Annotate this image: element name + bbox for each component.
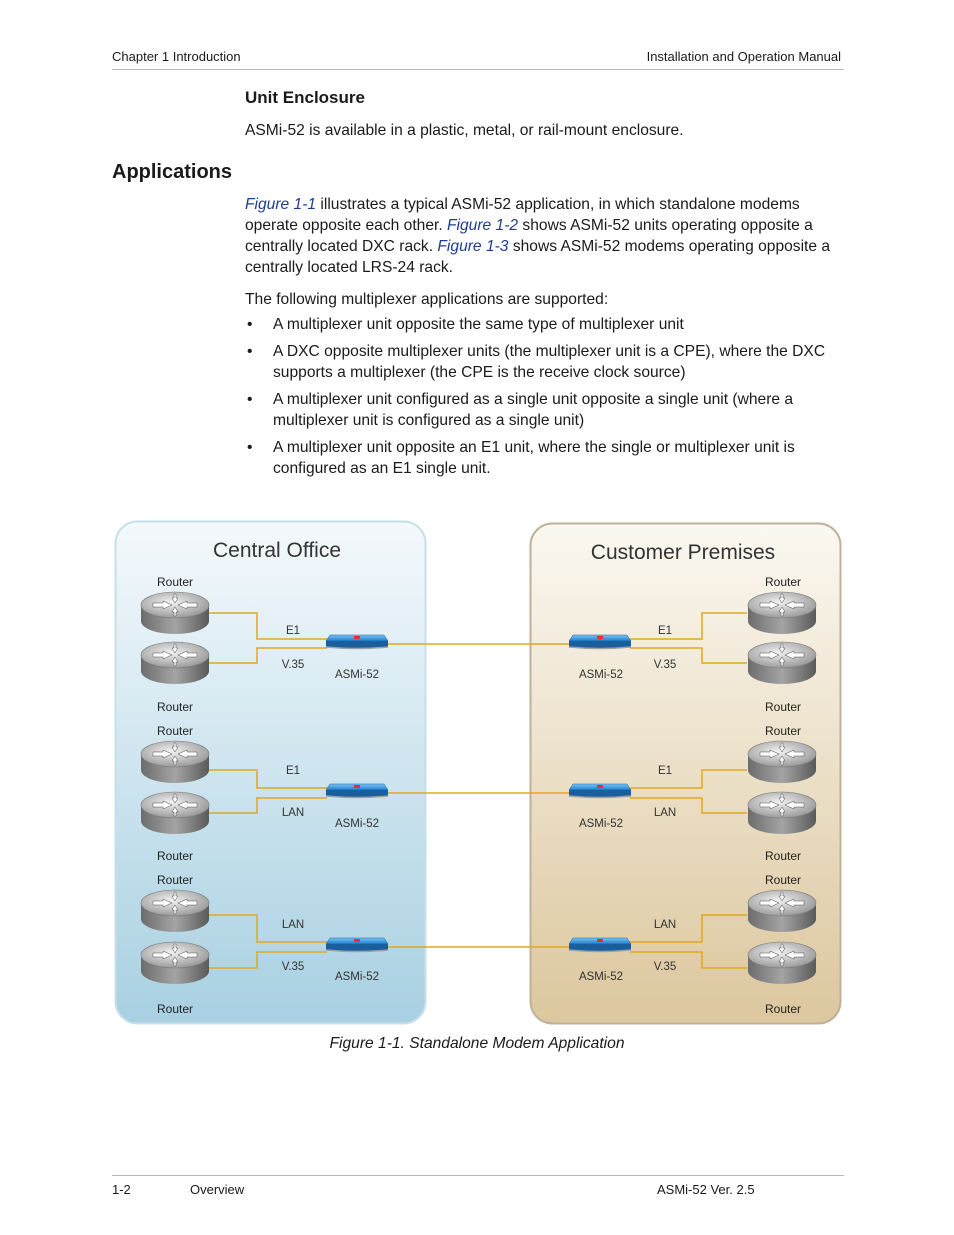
router-icon xyxy=(747,641,817,685)
applications-list: •A multiplexer unit opposite the same ty… xyxy=(245,314,845,485)
router-icon xyxy=(747,740,817,784)
router-icon xyxy=(140,740,210,784)
modem-label: ASMi-52 xyxy=(335,818,379,830)
link-label: E1 xyxy=(286,765,300,777)
footer-section: Overview xyxy=(190,1182,245,1197)
running-header-manual: Installation and Operation Manual xyxy=(646,49,841,64)
applications-intro: The following multiplexer applications a… xyxy=(245,291,609,308)
figure-1-2-link[interactable]: Figure 1-2 xyxy=(447,217,519,234)
standalone-modem-figure: Central Office Customer Premises xyxy=(114,520,842,1025)
router-label: Router xyxy=(765,724,801,738)
modem-icon xyxy=(568,937,632,953)
router-icon xyxy=(747,791,817,835)
router-icon xyxy=(747,941,817,985)
router-label: Router xyxy=(765,1002,801,1016)
running-header-chapter: Chapter 1 Introduction xyxy=(112,49,241,64)
router-icon xyxy=(140,791,210,835)
list-item: •A multiplexer unit opposite an E1 unit,… xyxy=(247,439,795,477)
router-label: Router xyxy=(765,575,801,589)
link-label: LAN xyxy=(282,919,304,931)
router-label: Router xyxy=(765,700,801,714)
link-label: E1 xyxy=(658,765,672,777)
list-item: •A multiplexer unit opposite the same ty… xyxy=(247,316,684,333)
header-rule xyxy=(112,69,844,70)
list-item: •A DXC opposite multiplexer units (the m… xyxy=(247,343,826,381)
figure-1-1-link[interactable]: Figure 1-1 xyxy=(245,196,317,213)
customer-premises-title: Customer Premises xyxy=(591,541,775,564)
modem-icon xyxy=(325,783,389,799)
link-label: V.35 xyxy=(654,659,677,671)
router-label: Router xyxy=(157,873,193,887)
link-label: V.35 xyxy=(654,961,677,973)
modem-label: ASMi-52 xyxy=(579,669,623,681)
applications-heading: Applications xyxy=(112,161,233,183)
router-icon xyxy=(140,641,210,685)
modem-label: ASMi-52 xyxy=(579,818,623,830)
link-label: V.35 xyxy=(282,659,305,671)
central-office-title: Central Office xyxy=(213,539,341,562)
router-label: Router xyxy=(157,849,193,863)
link-label: E1 xyxy=(286,625,300,637)
modem-icon xyxy=(568,634,632,650)
unit-enclosure-heading: Unit Enclosure xyxy=(245,88,365,107)
link-label: E1 xyxy=(658,625,672,637)
router-icon xyxy=(140,591,210,635)
link-label: LAN xyxy=(654,919,676,931)
modem-icon xyxy=(325,634,389,650)
router-icon xyxy=(140,941,210,985)
modem-label: ASMi-52 xyxy=(579,971,623,983)
figure-caption: Figure 1-1. Standalone Modem Application xyxy=(329,1035,625,1052)
router-label: Router xyxy=(765,849,801,863)
router-icon xyxy=(747,591,817,635)
unit-enclosure-text: ASMi-52 is available in a plastic, metal… xyxy=(245,122,684,139)
router-icon xyxy=(747,889,817,933)
applications-paragraph: Figure 1-1 illustrates a typical ASMi-52… xyxy=(245,196,831,276)
modem-icon xyxy=(325,937,389,953)
list-item: •A multiplexer unit configured as a sing… xyxy=(247,391,794,429)
link-label: LAN xyxy=(282,807,304,819)
modem-label: ASMi-52 xyxy=(335,971,379,983)
connection-lines xyxy=(209,612,747,969)
router-label: Router xyxy=(765,873,801,887)
link-label: LAN xyxy=(654,807,676,819)
router-label: Router xyxy=(157,1002,193,1016)
router-label: Router xyxy=(157,724,193,738)
link-label: V.35 xyxy=(282,961,305,973)
page-number: 1-2 xyxy=(112,1182,131,1197)
modem-label: ASMi-52 xyxy=(335,669,379,681)
router-icon xyxy=(140,889,210,933)
footer-rule xyxy=(112,1175,844,1176)
router-label: Router xyxy=(157,700,193,714)
router-label: Router xyxy=(157,575,193,589)
figure-1-3-link[interactable]: Figure 1-3 xyxy=(437,238,509,255)
modem-icon xyxy=(568,783,632,799)
footer-version: ASMi-52 Ver. 2.5 xyxy=(657,1182,755,1197)
